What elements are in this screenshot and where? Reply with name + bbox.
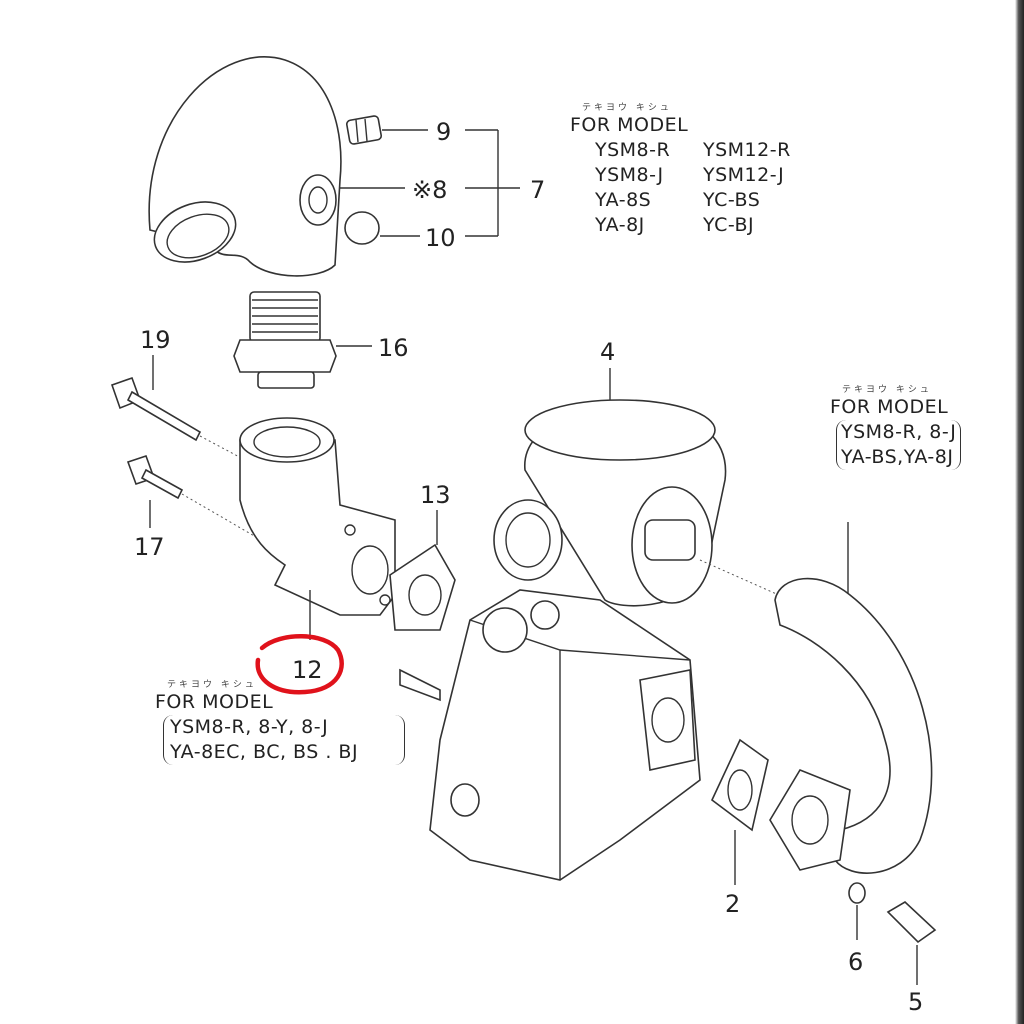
callout-19: 19 <box>140 326 171 354</box>
washer-part-6 <box>848 882 866 940</box>
plug-part-10 <box>344 211 380 245</box>
nipple-part-16 <box>233 291 372 389</box>
elbow-cover-part-7 <box>148 56 342 277</box>
callout-12: 12 <box>292 656 323 684</box>
callout-9: 9 <box>436 118 451 146</box>
engine-block <box>399 589 701 881</box>
muffler-part-4 <box>493 368 791 607</box>
gasket-part-13 <box>389 510 456 631</box>
callout-10: 10 <box>425 224 456 252</box>
leader-lines-top <box>340 129 520 237</box>
note-heading: FOR MODEL <box>570 114 689 136</box>
scan-edge <box>1015 0 1024 1024</box>
callout-5: 5 <box>908 988 923 1016</box>
gasket-part-2 <box>711 738 769 885</box>
plug-part-9 <box>345 115 383 145</box>
callout-8: ※8 <box>412 176 447 204</box>
callout-16: 16 <box>378 334 409 362</box>
red-highlight-circle <box>255 634 344 695</box>
callout-7: 7 <box>530 176 545 204</box>
bolt-part-19 <box>110 355 261 469</box>
callout-17: 17 <box>134 533 165 561</box>
model-note-right: テキヨウ キシュ FOR MODEL YSM8-R, 8-J YA-BS,YA-… <box>830 385 962 470</box>
callout-2: 2 <box>725 890 740 918</box>
model-note-left: テキヨウ キシュ FOR MODEL YSM8-R, 8-Y, 8-J YA-8… <box>155 680 405 765</box>
exhaust-pipe <box>769 522 933 874</box>
exhaust-elbow-part-12 <box>239 417 396 640</box>
note-kana: テキヨウ キシュ <box>582 103 672 113</box>
bolt-part-5 <box>886 901 937 985</box>
callout-6: 6 <box>848 948 863 976</box>
callout-4: 4 <box>600 338 615 366</box>
callout-13: 13 <box>420 481 451 509</box>
bolt-part-17 <box>126 454 276 549</box>
